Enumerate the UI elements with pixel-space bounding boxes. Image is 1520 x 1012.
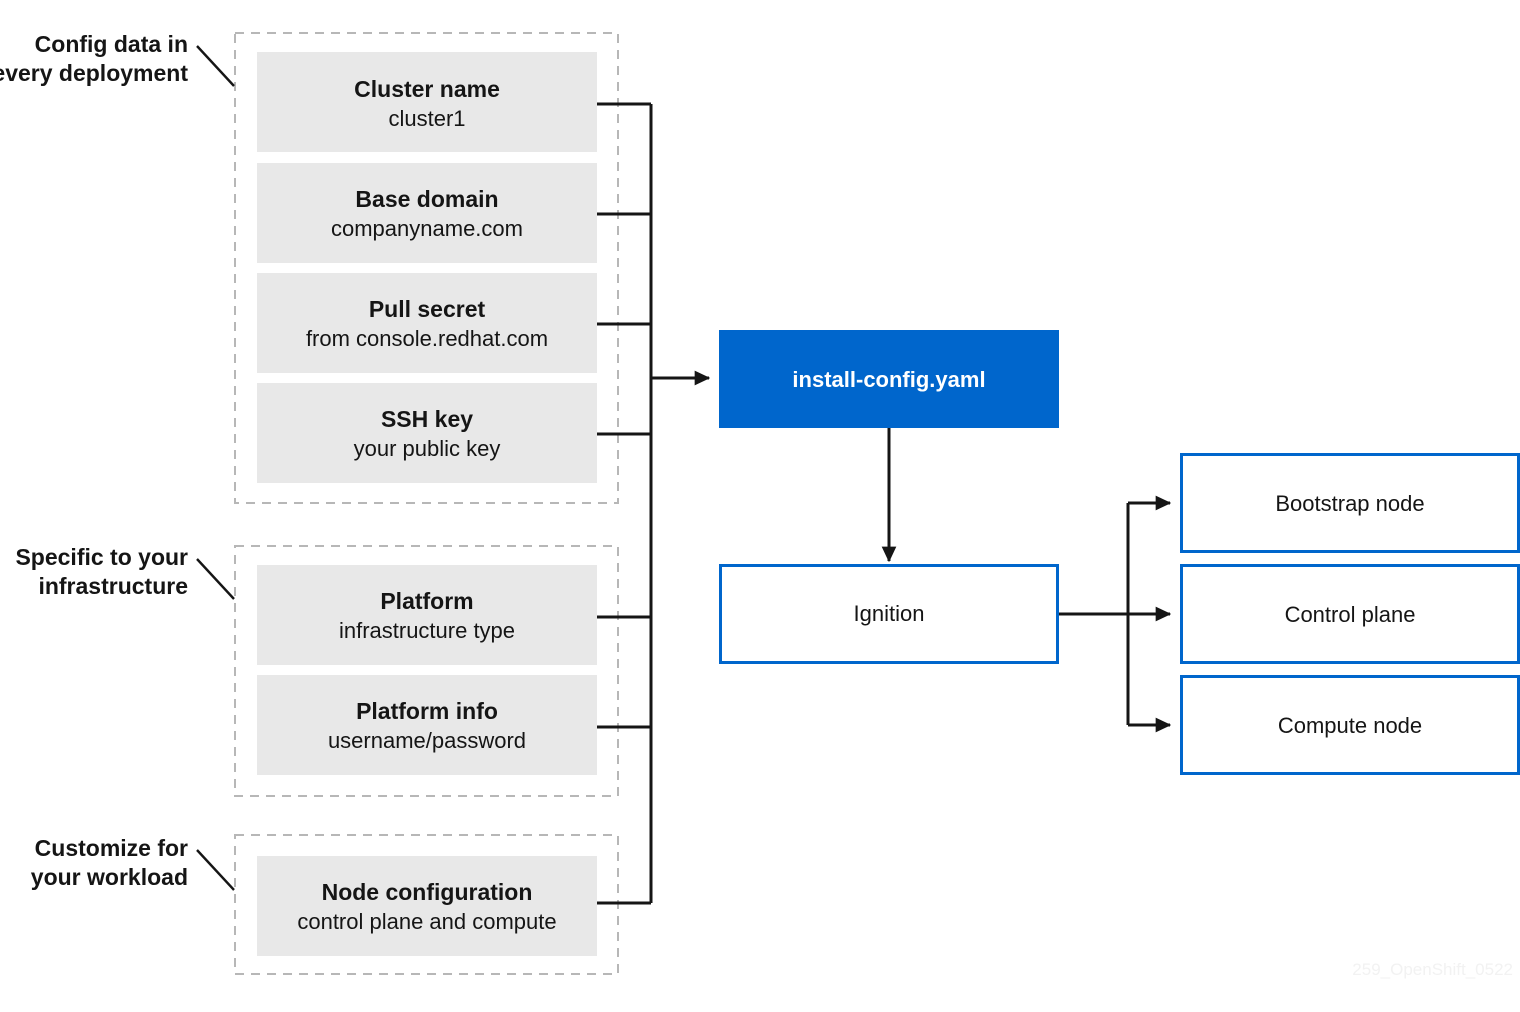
output-node-label: Control plane bbox=[1285, 602, 1416, 627]
config-item-title: Node configuration bbox=[322, 879, 533, 905]
output-node-label: Bootstrap node bbox=[1275, 491, 1424, 516]
output-node-label: Compute node bbox=[1278, 713, 1422, 738]
config-item-node-configuration: Node configuration control plane and com… bbox=[257, 856, 597, 956]
group-workload: Customize for your workload Node configu… bbox=[31, 834, 619, 975]
group-leader-line bbox=[196, 558, 235, 600]
install-config-yaml-label: install-config.yaml bbox=[792, 367, 985, 392]
group-label-line2: infrastructure bbox=[38, 573, 188, 599]
ignition-fanout-bus bbox=[1059, 495, 1172, 733]
output-node-compute: Compute node bbox=[1180, 675, 1520, 775]
group-leader-line bbox=[196, 849, 235, 891]
watermark-label: 259_OpenShift_0522 bbox=[1352, 960, 1513, 979]
group-label-line2: your workload bbox=[31, 864, 188, 890]
config-item-subtitle: username/password bbox=[328, 728, 526, 753]
config-item-platform: Platform infrastructure type bbox=[257, 565, 597, 665]
config-item-subtitle: companyname.com bbox=[331, 216, 523, 241]
config-collection-bus bbox=[597, 102, 653, 905]
group-label-line1: Specific to your bbox=[15, 544, 188, 570]
group-label-line2: every deployment bbox=[0, 60, 188, 86]
group-every-deployment: Config data in every deployment Cluster … bbox=[0, 31, 619, 504]
config-item-title: Platform bbox=[380, 588, 473, 614]
config-item-subtitle: control plane and compute bbox=[297, 909, 556, 934]
group-dashed-container bbox=[234, 32, 619, 504]
group-dashed-container bbox=[234, 545, 619, 797]
config-item-base-domain: Base domain companyname.com bbox=[257, 163, 597, 263]
config-item-title: SSH key bbox=[381, 406, 473, 432]
ignition-label: Ignition bbox=[854, 601, 925, 626]
config-item-title: Platform info bbox=[356, 698, 498, 724]
config-item-subtitle: your public key bbox=[354, 436, 501, 461]
group-infrastructure: Specific to your infrastructure Platform… bbox=[15, 544, 619, 797]
config-item-ssh-key: SSH key your public key bbox=[257, 383, 597, 483]
group-leader-line bbox=[196, 45, 235, 87]
config-item-title: Base domain bbox=[355, 186, 498, 212]
output-node-bootstrap: Bootstrap node bbox=[1180, 453, 1520, 553]
install-config-yaml-box: install-config.yaml bbox=[719, 330, 1059, 428]
config-item-title: Pull secret bbox=[369, 296, 486, 322]
config-item-subtitle: infrastructure type bbox=[339, 618, 515, 643]
config-item-subtitle: from console.redhat.com bbox=[306, 326, 548, 351]
group-label-line1: Customize for bbox=[35, 835, 188, 861]
group-label-line1: Config data in bbox=[35, 31, 188, 57]
config-item-pull-secret: Pull secret from console.redhat.com bbox=[257, 273, 597, 373]
config-item-platform-info: Platform info username/password bbox=[257, 675, 597, 775]
config-item-title: Cluster name bbox=[354, 76, 500, 102]
output-node-control-plane: Control plane bbox=[1180, 564, 1520, 664]
config-item-cluster-name: Cluster name cluster1 bbox=[257, 52, 597, 152]
ignition-box: Ignition bbox=[719, 564, 1059, 664]
config-item-subtitle: cluster1 bbox=[388, 106, 465, 131]
